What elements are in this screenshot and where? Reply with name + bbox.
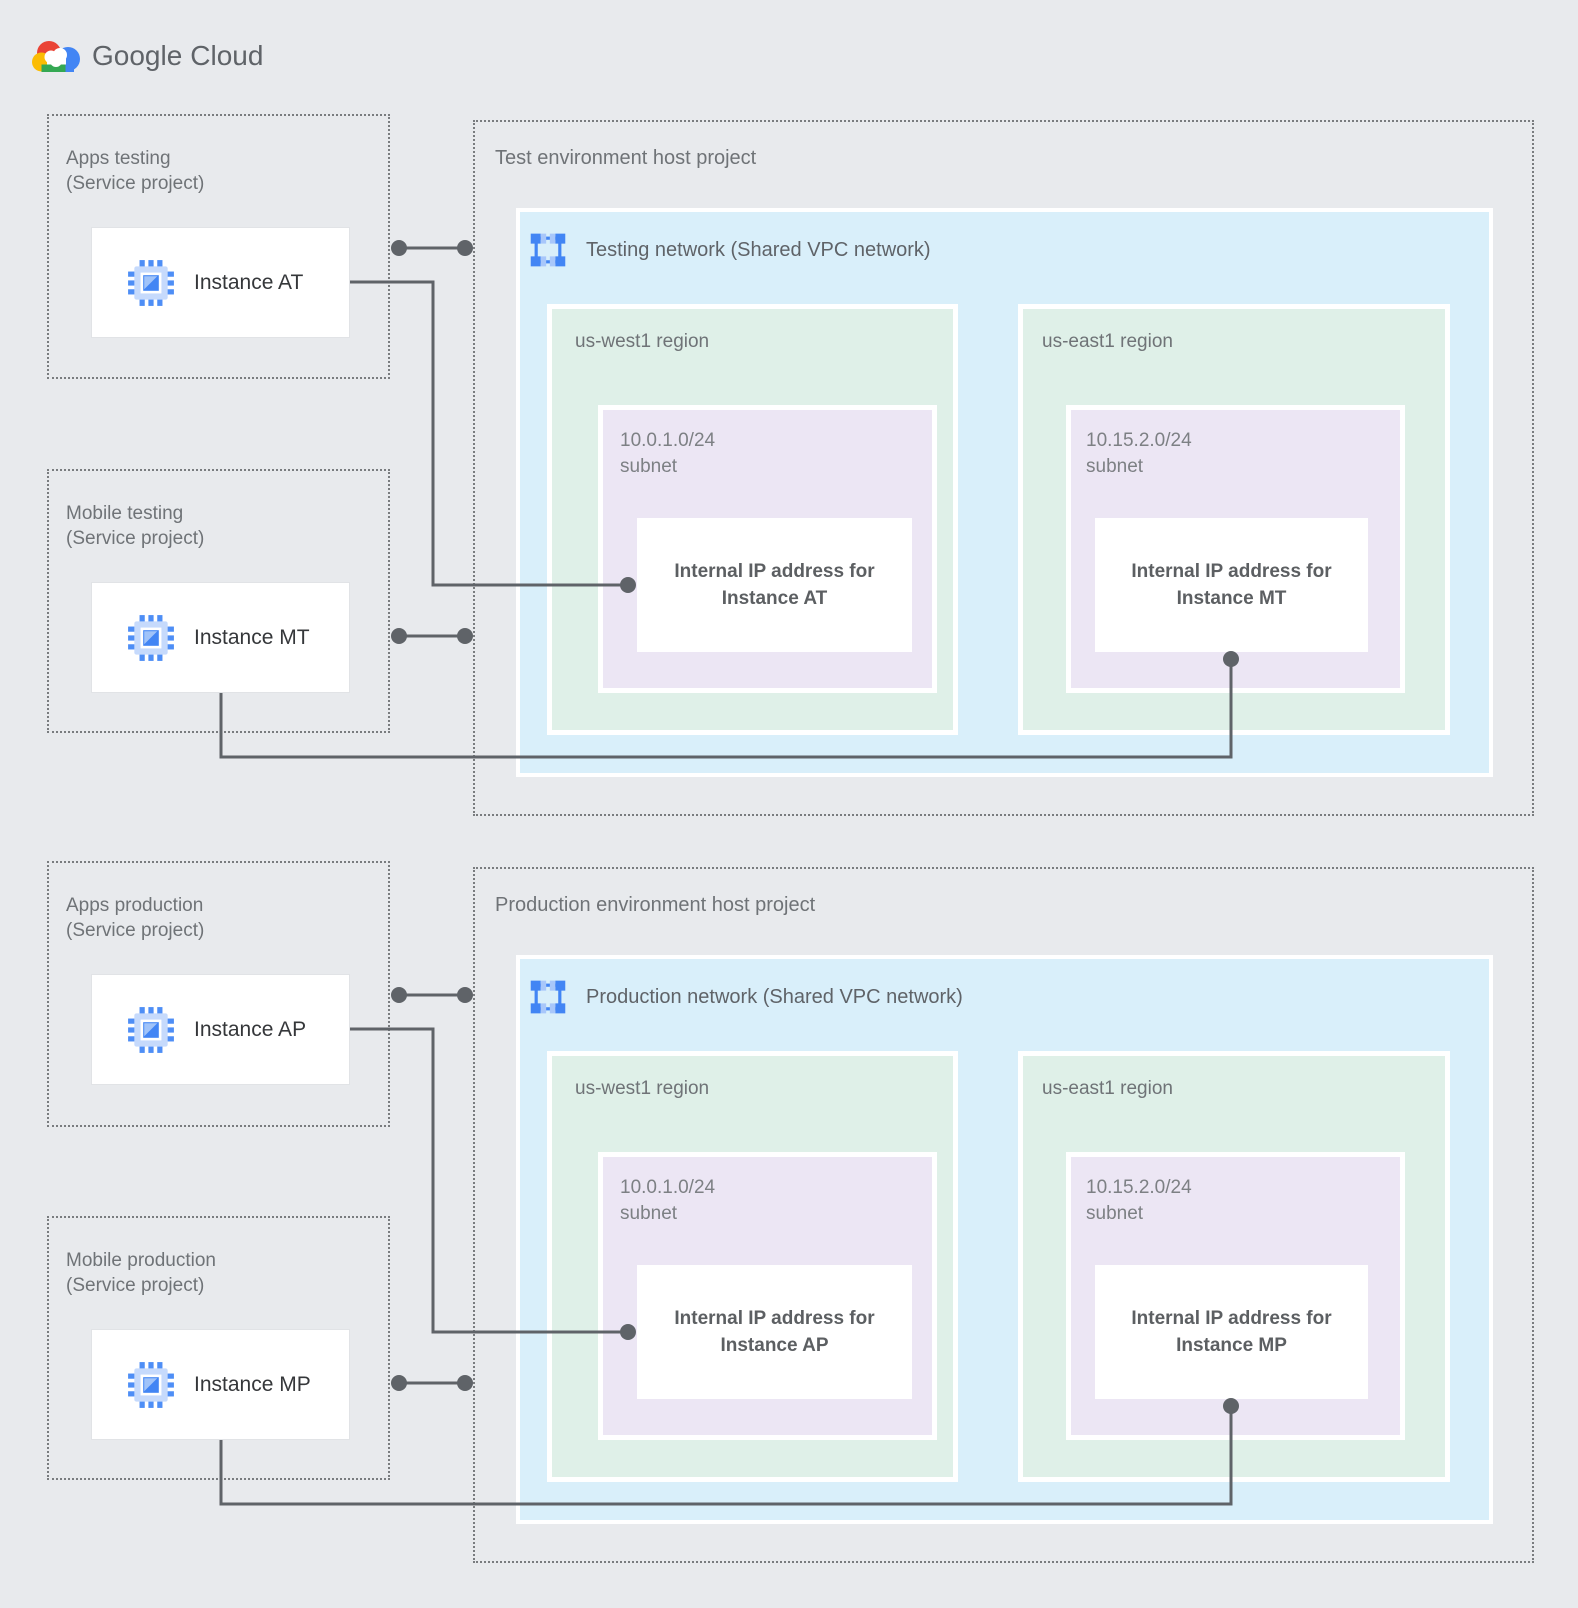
instance-card-at: Instance AT — [91, 227, 350, 338]
service-project-subtitle: (Service project) — [66, 528, 205, 549]
subnet-cidr: 10.0.1.0/24 — [620, 1177, 716, 1198]
region-title: us-east1 region — [1042, 331, 1173, 352]
ip-text-line1: Internal IP address for — [1131, 561, 1332, 582]
service-project-name: Mobile production — [66, 1250, 216, 1271]
instance-card-mt: Instance MT — [91, 582, 350, 693]
service-project-box-mobile-testing — [47, 469, 390, 733]
google-cloud-logo: Google Cloud — [30, 36, 263, 76]
host-project-title-production: Production environment host project — [495, 894, 816, 916]
host-project-title-test: Test environment host project — [495, 147, 757, 169]
service-project-label-mobile-production: Mobile production (Service project) — [66, 1248, 216, 1298]
compute-engine-icon — [128, 1006, 174, 1053]
compute-engine-icon — [128, 259, 174, 306]
service-project-label-apps-testing: Apps testing (Service project) — [66, 146, 204, 196]
region-title: us-west1 region — [575, 1078, 710, 1099]
subnet-label: 10.0.1.0/24 subnet — [620, 428, 715, 480]
logo-word-google: Google — [92, 40, 183, 71]
subnet-word: subnet — [1086, 1203, 1144, 1224]
service-project-box-apps-testing — [47, 114, 390, 379]
service-project-box-apps-production — [47, 861, 390, 1127]
ip-text-line2: Instance MT — [1176, 588, 1287, 609]
service-project-subtitle: (Service project) — [66, 1275, 205, 1296]
subnet-word: subnet — [620, 1203, 678, 1224]
subnet-cidr: 10.0.1.0/24 — [620, 430, 716, 451]
compute-engine-icon — [128, 1361, 174, 1408]
ip-text-line2: Instance MP — [1176, 1335, 1287, 1356]
instance-card-mp: Instance MP — [91, 1329, 350, 1440]
network-header-test: Testing network (Shared VPC network) — [528, 228, 931, 272]
instance-card-ap: Instance AP — [91, 974, 350, 1085]
internal-ip-box-instance-mp: Internal IP address for Instance MP — [1095, 1265, 1368, 1399]
subnet-cidr: 10.15.2.0/24 — [1086, 430, 1192, 451]
network-label: Testing network (Shared VPC network) — [586, 238, 931, 261]
ip-text-line1: Internal IP address for — [674, 561, 875, 582]
subnet-word: subnet — [620, 456, 678, 477]
region-title: us-east1 region — [1042, 1078, 1173, 1099]
service-project-name: Apps testing — [66, 148, 171, 169]
vpc-network-icon — [530, 980, 566, 1014]
google-cloud-logo-icon — [32, 41, 80, 72]
service-project-box-mobile-production — [47, 1216, 390, 1480]
internal-ip-box-instance-mt: Internal IP address for Instance MT — [1095, 518, 1368, 652]
internal-ip-box-instance-at: Internal IP address for Instance AT — [637, 518, 912, 652]
ip-text-line2: Instance AT — [721, 588, 828, 609]
service-project-label-apps-production: Apps production (Service project) — [66, 893, 204, 943]
service-project-name: Mobile testing — [66, 503, 184, 524]
instance-label: Instance AT — [194, 270, 304, 294]
compute-engine-icon — [128, 614, 174, 661]
google-cloud-logo-text: Google Cloud — [92, 40, 263, 72]
service-project-label-mobile-testing: Mobile testing (Service project) — [66, 501, 204, 551]
logo-word-cloud: Cloud — [190, 40, 264, 71]
instance-label: Instance MT — [194, 625, 310, 649]
subnet-word: subnet — [1086, 456, 1144, 477]
instance-label: Instance MP — [194, 1372, 311, 1396]
network-label: Production network (Shared VPC network) — [586, 985, 963, 1008]
region-title: us-west1 region — [575, 331, 710, 352]
subnet-label: 10.0.1.0/24 subnet — [620, 1175, 715, 1227]
ip-text-line2: Instance AP — [720, 1335, 829, 1356]
instance-label: Instance AP — [194, 1017, 307, 1041]
network-header-production: Production network (Shared VPC network) — [528, 975, 963, 1019]
subnet-label: 10.15.2.0/24 subnet — [1086, 428, 1192, 480]
vpc-network-icon — [530, 233, 566, 267]
service-project-subtitle: (Service project) — [66, 173, 205, 194]
service-project-subtitle: (Service project) — [66, 920, 205, 941]
subnet-label: 10.15.2.0/24 subnet — [1086, 1175, 1192, 1227]
service-project-name: Apps production — [66, 895, 204, 916]
ip-text-line1: Internal IP address for — [674, 1308, 875, 1329]
ip-text-line1: Internal IP address for — [1131, 1308, 1332, 1329]
subnet-cidr: 10.15.2.0/24 — [1086, 1177, 1192, 1198]
internal-ip-box-instance-ap: Internal IP address for Instance AP — [637, 1265, 912, 1399]
